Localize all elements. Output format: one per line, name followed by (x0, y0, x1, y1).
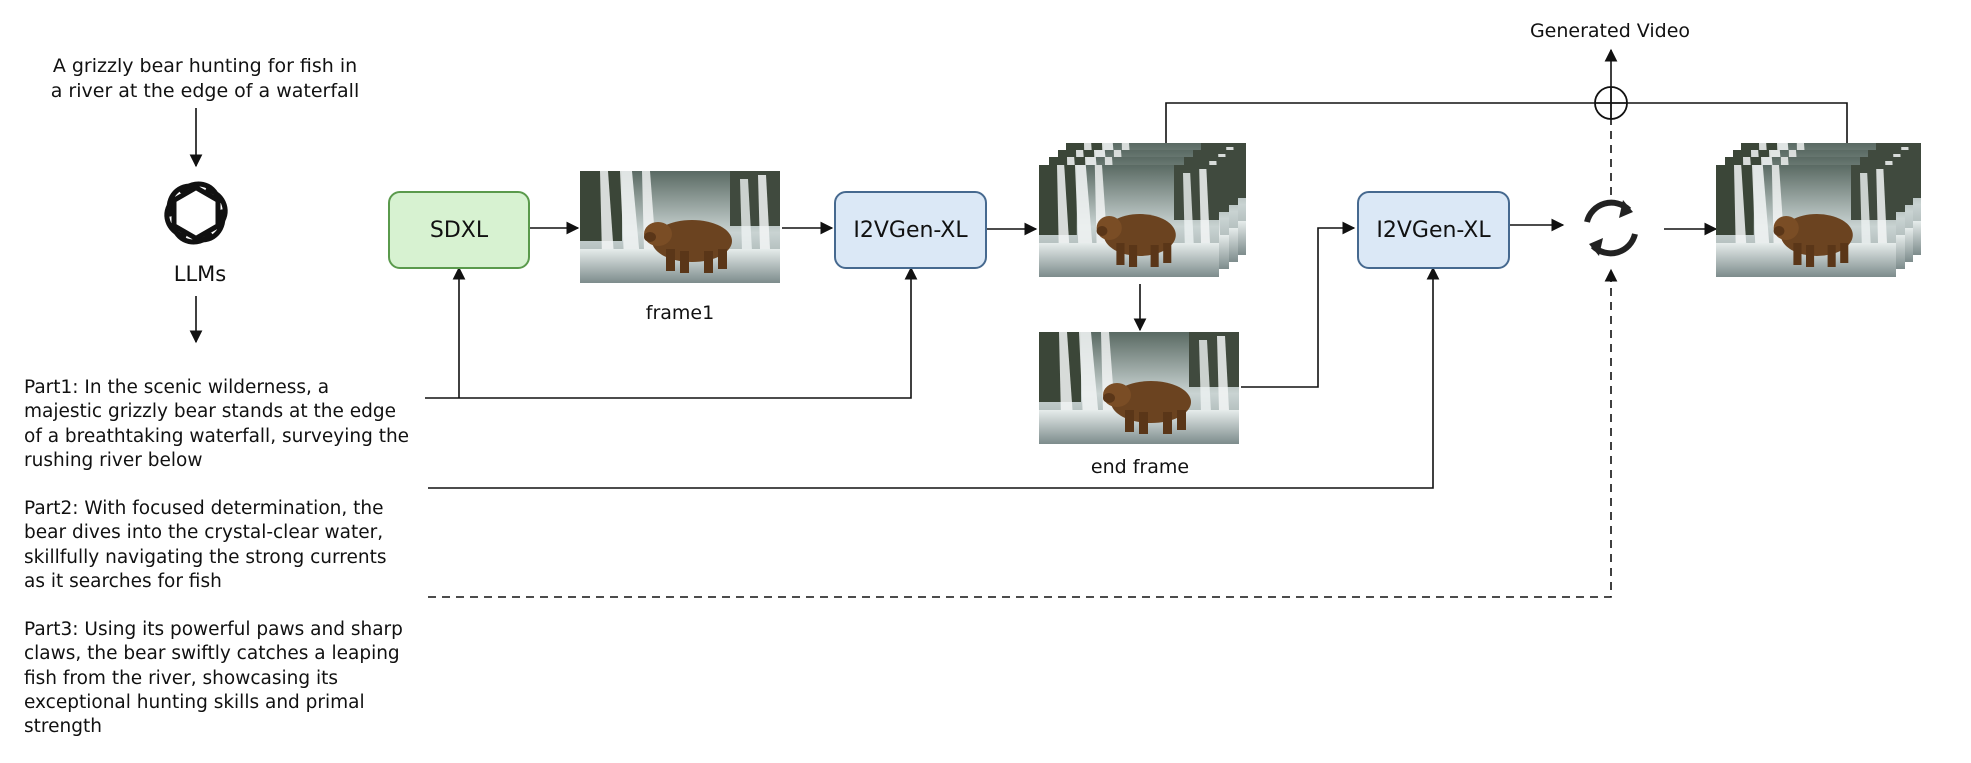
part3-to-loop-dashed-line (428, 268, 1618, 598)
part3-text: Part3: Using its powerful paws and sharp… (24, 619, 403, 738)
input-prompt: A grizzly bear hunting for fish in a riv… (50, 55, 360, 102)
llm-label: LLMs (173, 262, 227, 286)
end-frame-label: end frame (1090, 456, 1190, 478)
refresh-loop-icon (1584, 199, 1638, 257)
generated-video-label: Generated Video (1529, 20, 1691, 42)
part2-to-i2vgen2-line (428, 266, 1440, 489)
part2-text: Part2: With focused determination, the b… (24, 498, 387, 592)
pipeline-diagram (164, 48, 1921, 598)
story-parts: Part1: In the scenic wilderness, a majes… (24, 352, 434, 763)
end-frame-image (1039, 332, 1239, 444)
frame1-label: frame1 (645, 302, 715, 324)
part1-to-i2vgen1-line (425, 266, 918, 399)
concatenate-plus-icon (1594, 86, 1628, 120)
clip2-frame-stack (1716, 143, 1921, 277)
sdxl-node: SDXL (388, 191, 530, 269)
i2vgen-node-2: I2VGen-XL (1357, 191, 1510, 269)
part1-text: Part1: In the scenic wilderness, a majes… (24, 377, 410, 471)
i2vgen-node-1: I2VGen-XL (834, 191, 987, 269)
clip1-frame-stack (1039, 143, 1246, 277)
clips-combine-line (1165, 102, 1848, 143)
endframe-to-i2vgen2-arrow (1241, 221, 1356, 388)
frame1-image (580, 171, 780, 283)
openai-logo-icon (164, 181, 228, 245)
